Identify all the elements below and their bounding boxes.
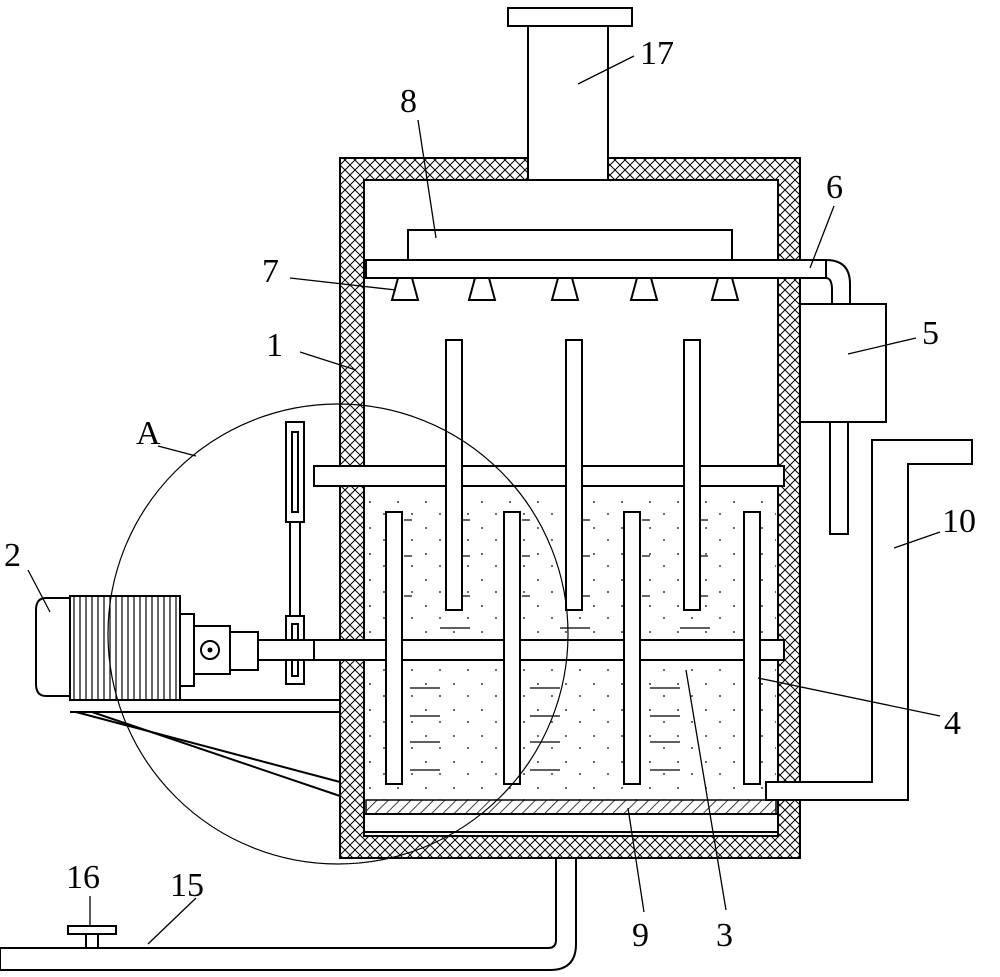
label-outlet-pipe: 15	[170, 867, 204, 904]
label-housing: 1	[266, 327, 283, 364]
label-paddle: 4	[944, 705, 961, 742]
part-labels: 17 8 6 7 1 5 A 2 10 4 16 15 9 3	[4, 35, 976, 954]
label-pump-box: 5	[922, 315, 939, 352]
valve	[67, 925, 117, 949]
side-pipe	[765, 439, 973, 801]
motor-bracket	[70, 699, 341, 797]
top-plate	[407, 229, 733, 261]
tank-housing	[339, 7, 801, 859]
spray-nozzles	[390, 277, 740, 301]
label-filter-plate: 9	[632, 917, 649, 954]
label-nozzle: 7	[262, 253, 279, 290]
label-valve: 16	[66, 859, 100, 896]
outlet-pipe	[0, 857, 577, 971]
label-detail: A	[136, 415, 161, 452]
label-motor: 2	[4, 537, 21, 574]
label-plate: 8	[400, 83, 417, 120]
lower-shaft	[313, 511, 785, 785]
leader-lines	[27, 55, 941, 945]
label-shaft: 3	[716, 917, 733, 954]
label-exhaust: 17	[640, 35, 674, 72]
label-side-pipe: 10	[942, 503, 976, 540]
spray-pipe	[365, 258, 851, 305]
motor	[35, 595, 315, 701]
detail-circle	[107, 403, 569, 865]
liquid-marks	[404, 519, 710, 771]
pump-box	[799, 303, 887, 535]
label-spray-pipe: 6	[826, 169, 843, 206]
filter-plate	[364, 799, 778, 833]
upper-shaft	[313, 339, 785, 611]
